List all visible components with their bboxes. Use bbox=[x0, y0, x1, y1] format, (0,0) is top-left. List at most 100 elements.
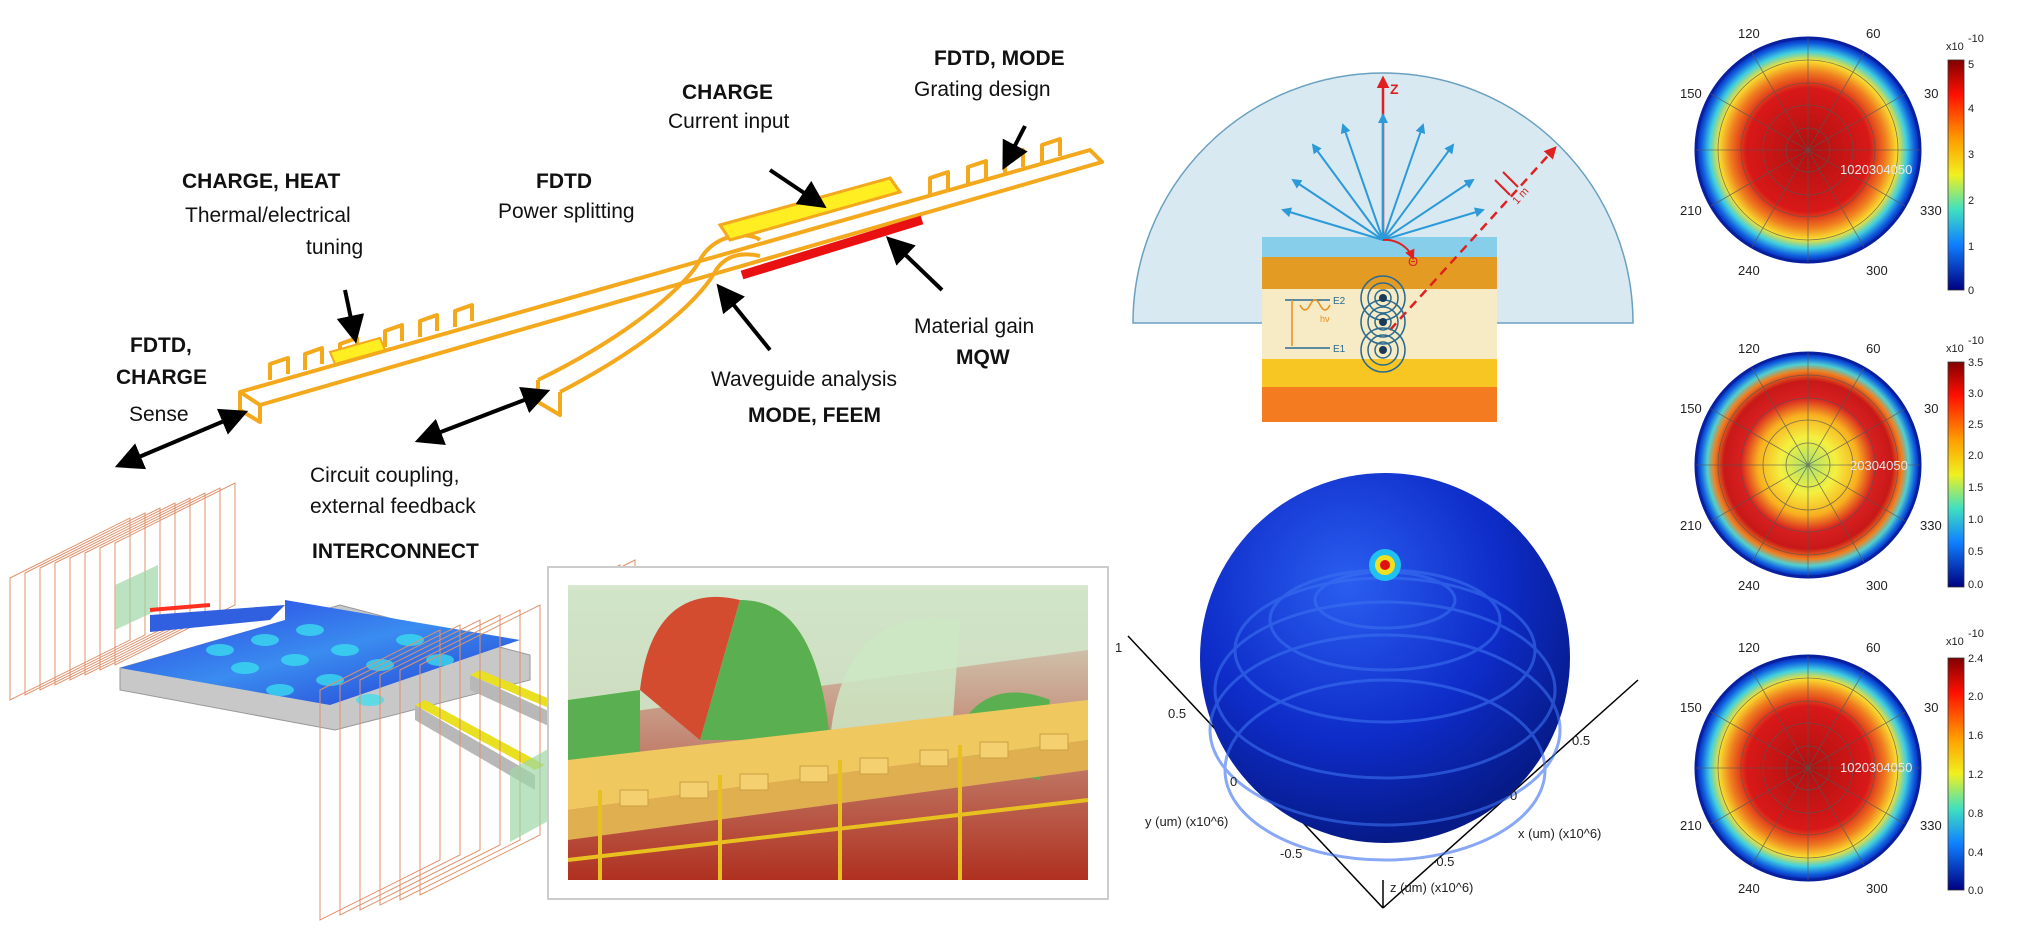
grating-teeth-left bbox=[268, 303, 474, 380]
energy-levels bbox=[1285, 299, 1330, 349]
polar-plot-3: 120 60 150 30 210 330 240 300 1020304050… bbox=[1680, 628, 1984, 897]
angle-label: 120 bbox=[1738, 341, 1760, 356]
charge-heat-label: CHARGE, HEAT bbox=[182, 170, 341, 193]
angle-label: 240 bbox=[1738, 881, 1760, 896]
y-tick: 1 bbox=[1115, 640, 1122, 655]
x-tick: 0 bbox=[1510, 788, 1517, 803]
colorbar-tick: 0.4 bbox=[1968, 847, 1983, 859]
colorbar-tick: 1.0 bbox=[1968, 514, 1983, 526]
colorbar-tick: 4 bbox=[1968, 103, 1974, 115]
colorbar-tick: 2.5 bbox=[1968, 419, 1983, 431]
mqw-label: MQW bbox=[956, 346, 1010, 369]
angle-label: 210 bbox=[1680, 203, 1702, 218]
colorbar-exponent: x10 bbox=[1946, 636, 1964, 648]
power-splitting-label: Power splitting bbox=[498, 200, 635, 223]
emission-diagram: Z Θ 1 m E2 E1 hν bbox=[1132, 72, 1634, 422]
angle-label: 240 bbox=[1738, 263, 1760, 278]
device-schematic bbox=[238, 137, 1104, 424]
charge-current-label: CHARGE bbox=[682, 81, 774, 104]
waveguide-analysis-label: Waveguide analysis bbox=[711, 368, 897, 391]
colorbar-exponent: x10 bbox=[1946, 41, 1964, 53]
level-e2-label: E2 bbox=[1333, 296, 1346, 307]
sense-label: Sense bbox=[129, 403, 189, 426]
colorbar-tick: 1.5 bbox=[1968, 482, 1983, 494]
inset-bumps bbox=[619, 733, 1069, 807]
colorbar-tick: 0.8 bbox=[1968, 808, 1983, 820]
photon-label: hν bbox=[1320, 314, 1330, 324]
waveguide-end-face bbox=[238, 392, 262, 424]
ring-labels: 1020304050 bbox=[1840, 162, 1912, 177]
fdtd-charge-label: FDTD, bbox=[130, 334, 192, 357]
colorbar bbox=[1947, 361, 1965, 588]
angle-label: 330 bbox=[1920, 203, 1942, 218]
colorbar bbox=[1947, 59, 1965, 291]
current-input-pad bbox=[717, 176, 903, 242]
waveguide-main-arm bbox=[238, 148, 1104, 407]
colorbar-tick: 1.6 bbox=[1968, 730, 1983, 742]
y-tick: 0 bbox=[1230, 774, 1237, 789]
colorbar-tick: 2.4 bbox=[1968, 653, 1983, 665]
colorbar-exponent: x10 bbox=[1946, 343, 1964, 355]
colorbar-tick: 5 bbox=[1968, 59, 1974, 71]
distance-marker bbox=[1494, 171, 1519, 196]
inset-metal-lines bbox=[567, 745, 1089, 880]
angle-label: 150 bbox=[1680, 401, 1702, 416]
angle-label: 300 bbox=[1866, 578, 1888, 593]
colorbar-exponent-power: -10 bbox=[1968, 335, 1984, 347]
y-tick: -0.5 bbox=[1280, 846, 1302, 861]
angle-label: 30 bbox=[1924, 86, 1938, 101]
angle-label: 120 bbox=[1738, 640, 1760, 655]
current-input-label: Current input bbox=[668, 110, 790, 133]
x-axis-label: x (um) (x10^6) bbox=[1518, 826, 1601, 841]
angle-label: 30 bbox=[1924, 700, 1938, 715]
colorbar-tick: 3.0 bbox=[1968, 388, 1983, 400]
angle-label: 150 bbox=[1680, 700, 1702, 715]
angle-label: 240 bbox=[1738, 578, 1760, 593]
colorbar-tick: 0.0 bbox=[1968, 885, 1983, 897]
angle-label: 60 bbox=[1866, 640, 1880, 655]
ring-labels: 20304050 bbox=[1850, 458, 1908, 473]
angle-label: 210 bbox=[1680, 818, 1702, 833]
thermal-tuning-label: Thermal/electrical bbox=[185, 204, 351, 227]
colorbar-tick: 0 bbox=[1968, 285, 1974, 297]
angle-label: 300 bbox=[1866, 263, 1888, 278]
colorbar bbox=[1947, 657, 1965, 891]
colorbar-tick: 3.5 bbox=[1968, 357, 1983, 369]
waveguide-lower-arm-inner bbox=[559, 252, 761, 394]
angle-label: 150 bbox=[1680, 86, 1702, 101]
angle-label: 210 bbox=[1680, 518, 1702, 533]
colorbar-tick: 2.0 bbox=[1968, 450, 1983, 462]
interconnect-label: INTERCONNECT bbox=[312, 540, 479, 563]
ring-labels: 1020304050 bbox=[1840, 760, 1912, 775]
waveguide-lower-end bbox=[536, 380, 562, 417]
emission-rays bbox=[1281, 113, 1485, 241]
polar-plot-2: 120 60 150 30 210 330 240 300 20304050 x… bbox=[1680, 335, 1984, 593]
fdtd-charge-label-2: CHARGE bbox=[116, 366, 208, 389]
y-tick: 0.5 bbox=[1168, 706, 1186, 721]
level-e1-label: E1 bbox=[1333, 344, 1346, 355]
colorbar-tick: 2.0 bbox=[1968, 691, 1983, 703]
z-axis-label: Z bbox=[1390, 81, 1399, 97]
inset-3d-detail bbox=[547, 566, 1109, 900]
material-gain-label: Material gain bbox=[914, 315, 1035, 338]
colorbar-tick: 0.0 bbox=[1968, 579, 1983, 591]
circuit-coupling-label: Circuit coupling, bbox=[310, 464, 460, 487]
colorbar-tick: 1 bbox=[1968, 241, 1974, 253]
z-axis-label: z (um) (x10^6) bbox=[1390, 880, 1473, 895]
annotation-arrows bbox=[114, 125, 1028, 470]
colorbar-tick: 2 bbox=[1968, 195, 1974, 207]
y-axis-label: y (um) (x10^6) bbox=[1145, 814, 1228, 829]
grating-design-label: Grating design bbox=[914, 78, 1051, 101]
colorbar-tick: 0.5 bbox=[1968, 546, 1983, 558]
thermal-tuning-label-2: tuning bbox=[306, 236, 364, 259]
colorbar-exponent-power: -10 bbox=[1968, 33, 1984, 45]
angle-label: 60 bbox=[1866, 26, 1880, 41]
theta-label: Θ bbox=[1408, 254, 1418, 269]
far-field-sphere: 1 0.5 0 -0.5 0.5 0 -0.5 y (um) (x10^6) x… bbox=[1115, 473, 1639, 909]
colorbar-tick: 3 bbox=[1968, 149, 1974, 161]
angle-label: 330 bbox=[1920, 518, 1942, 533]
angle-label: 330 bbox=[1920, 818, 1942, 833]
external-feedback-label: external feedback bbox=[310, 495, 476, 518]
